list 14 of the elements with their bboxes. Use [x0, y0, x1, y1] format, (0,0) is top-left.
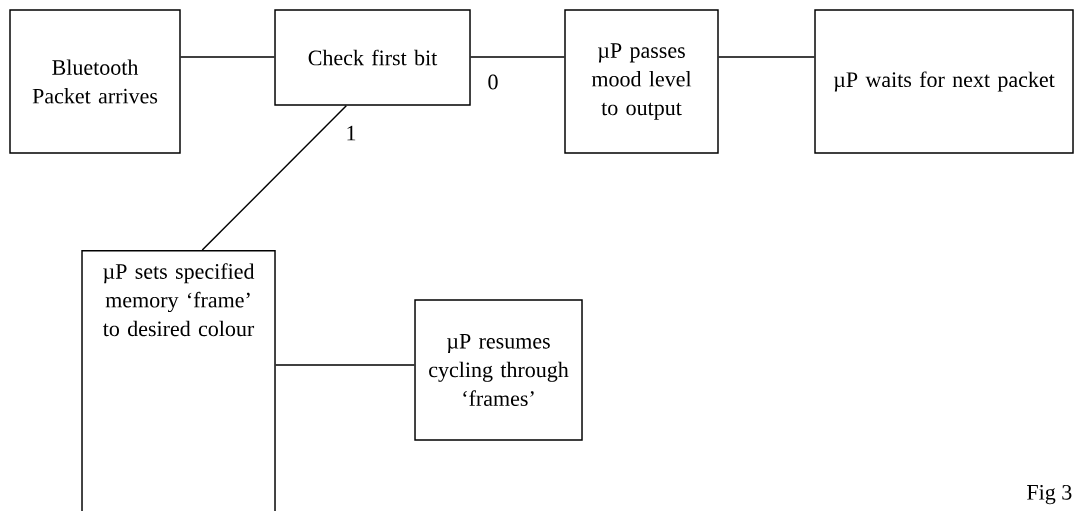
process-box: Check first bit — [274, 9, 471, 106]
connector-line — [180, 56, 275, 58]
process-box: µP sets specified memory ‘frame’ to desired colour — [81, 250, 276, 511]
connector-line — [470, 56, 565, 58]
connector-line — [201, 105, 347, 251]
process-box: Bluetooth Packet arrives — [9, 9, 181, 154]
process-box: µP resumes cycling through ‘frames’ — [414, 299, 583, 441]
connector-line — [718, 56, 815, 58]
edge-label: 1 — [344, 124, 358, 142]
process-box: µP passes mood level to output — [564, 9, 719, 154]
figure-label: Fig 3 — [1027, 484, 1072, 505]
process-box: µP waits for next packet — [814, 9, 1074, 154]
edge-label: 0 — [486, 73, 500, 91]
connector-line — [275, 364, 415, 366]
